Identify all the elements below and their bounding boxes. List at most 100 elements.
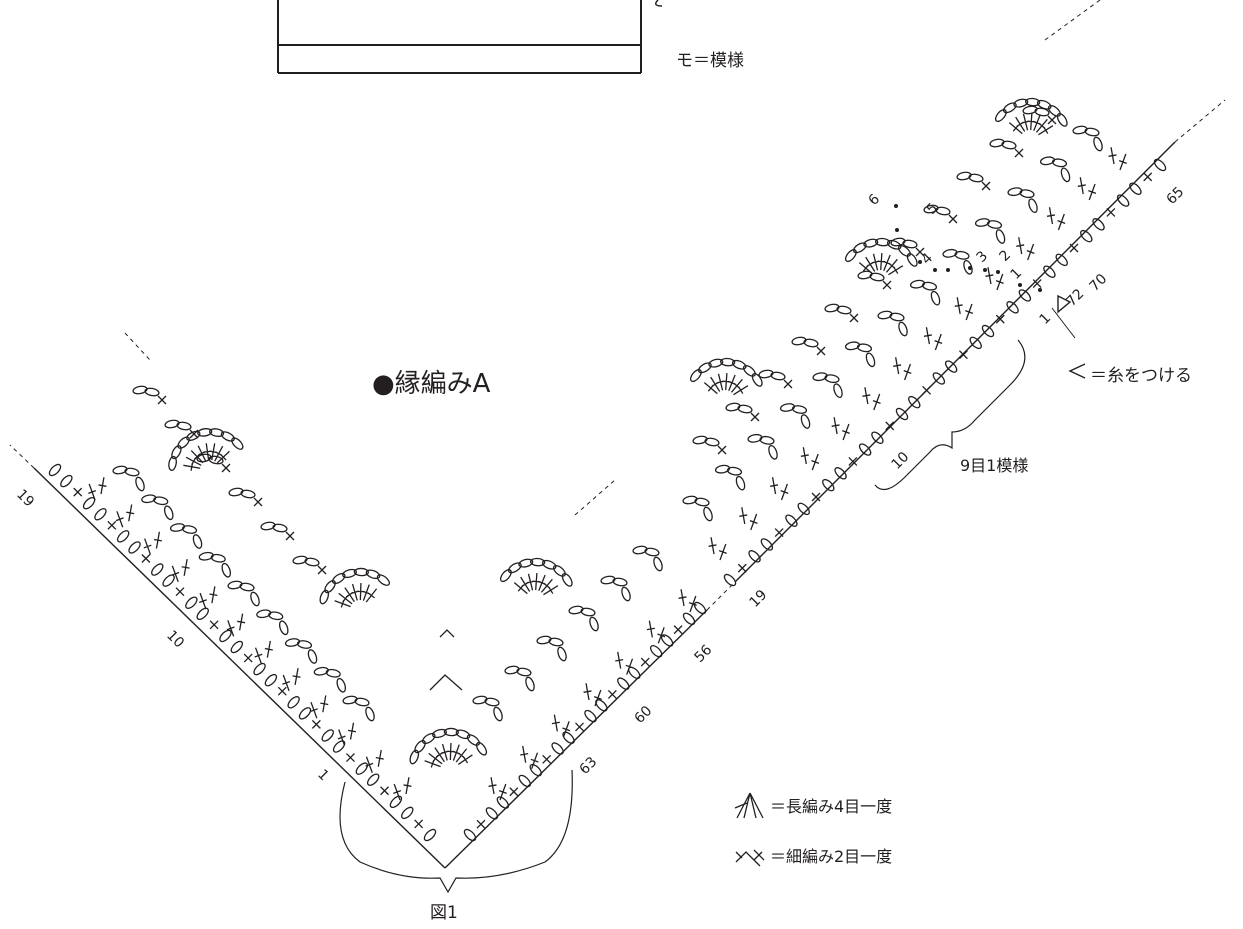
chain-stitch-mark — [863, 238, 879, 248]
chain-stitch-mark — [239, 582, 255, 592]
chain-stitch-mark — [230, 640, 244, 654]
chain-stitch-mark — [768, 444, 778, 460]
single-crochet-mark — [1143, 172, 1153, 182]
row-number: 5 — [924, 200, 942, 218]
chain-stitch-mark — [760, 538, 774, 551]
chain-stitch-mark — [723, 573, 737, 587]
row-change-dots — [894, 204, 1042, 292]
right-edge-number: 60 — [632, 703, 656, 727]
double-crochet-mark — [292, 668, 301, 686]
double-crochet-mark — [562, 721, 571, 738]
chain-stitch-mark — [1013, 98, 1029, 108]
chain-stitch-mark — [735, 475, 746, 491]
double-crochet-mark — [365, 588, 378, 603]
chain-stitch-mark — [1043, 265, 1056, 278]
single-crochet-mark — [311, 719, 321, 729]
double-crochet-mark — [171, 565, 180, 583]
single-crochet-mark — [607, 690, 617, 699]
double-crochet-mark — [1026, 243, 1035, 261]
right-edge-number: 1 — [1037, 310, 1055, 328]
chain-stitch-mark — [589, 616, 599, 632]
chain-stitch-mark — [162, 574, 175, 587]
chain-stitch-mark — [240, 489, 256, 499]
chain-stitch-mark — [1006, 301, 1019, 314]
chain-stitch-mark — [414, 740, 426, 754]
double-crochet-mark — [237, 613, 246, 631]
chain-stitch-mark — [869, 272, 885, 282]
chain-stitch-mark — [963, 259, 973, 275]
chain-stitch-mark — [759, 435, 775, 445]
double-crochet-mark — [143, 538, 152, 555]
single-crochet-mark — [414, 819, 424, 829]
chain-stitch-mark — [1084, 127, 1100, 137]
single-crochet-mark — [816, 346, 826, 356]
chain-stitch-mark — [822, 478, 835, 492]
double-crochet-mark — [657, 627, 666, 644]
sc2tog-symbol-icon — [735, 849, 765, 867]
chain-stitch-mark — [649, 645, 663, 658]
chain-stitch-mark — [906, 252, 918, 267]
double-crochet-mark — [985, 267, 994, 285]
single-crochet-mark — [175, 587, 185, 597]
chain-stitch-mark — [298, 707, 312, 720]
chain-stitch-mark — [751, 372, 763, 387]
double-crochet-mark — [498, 783, 507, 801]
single-crochet-mark — [737, 563, 747, 573]
chain-stitch-mark — [1092, 218, 1105, 231]
double-crochet-mark — [98, 477, 107, 495]
chain-stitch-mark — [518, 558, 534, 568]
chain-stitch-mark — [210, 553, 226, 563]
single-crochet-mark — [948, 214, 958, 224]
single-crochet-mark — [848, 456, 858, 466]
right-edge-number: 72 — [1064, 286, 1088, 310]
right-edge-number: 65 — [1164, 184, 1188, 208]
double-crochet-mark — [153, 531, 162, 549]
chain-stitch-mark — [584, 709, 597, 723]
chain-stitch-mark — [612, 577, 628, 587]
row-number: 6 — [866, 191, 884, 209]
chain-stitch-mark — [466, 734, 480, 746]
double-crochet-mark — [842, 423, 850, 441]
chain-stitch-mark — [886, 239, 902, 250]
double-crochet-mark — [862, 387, 871, 405]
chain-stitch-mark — [268, 611, 284, 621]
chain-stitch-mark — [432, 728, 447, 739]
chain-stitch-mark — [264, 673, 278, 687]
single-crochet-mark — [73, 487, 83, 497]
sc2tog-mark — [439, 629, 455, 638]
single-crochet-mark — [107, 520, 117, 530]
chain-stitch-mark — [366, 773, 380, 786]
chain-stitch-mark — [60, 474, 73, 488]
single-crochet-mark — [476, 819, 486, 829]
pattern-box — [277, 0, 663, 74]
chain-stitch-mark — [1028, 198, 1038, 214]
double-crochet-mark — [831, 417, 840, 435]
chain-stitch-mark — [858, 443, 872, 456]
left-edge-number: 10 — [163, 628, 187, 652]
left-edge-number: 1 — [314, 767, 332, 785]
single-crochet-mark — [542, 754, 552, 764]
chain-stitch-mark — [336, 677, 347, 693]
chain-stitch-mark — [785, 514, 798, 527]
chain-stitch-mark — [530, 557, 546, 567]
legend-sc2tog-label: ＝細編み2目一度 — [770, 847, 892, 866]
chain-stitch-mark — [185, 596, 198, 609]
double-crochet-mark — [457, 754, 473, 765]
start-attach-yarn-icon — [1057, 294, 1072, 314]
double-crochet-mark — [954, 297, 963, 315]
pattern-note: モ＝模様 — [676, 51, 744, 71]
single-crochet-mark — [717, 445, 727, 455]
chain-stitch-mark — [1093, 136, 1103, 152]
double-crochet-mark — [739, 507, 748, 525]
chain-stitch-mark — [324, 580, 336, 594]
chain-stitch-mark — [834, 467, 847, 480]
chain-stitch-mark — [177, 436, 190, 449]
chain-stitch-mark — [409, 749, 420, 765]
double-crochet-mark — [530, 752, 539, 769]
legend-attach-yarn-label: ＝糸をつける — [1090, 366, 1192, 386]
double-crochet-mark — [347, 722, 357, 740]
chain-stitch-mark — [463, 828, 477, 842]
right-edge-number: 70 — [1087, 271, 1111, 295]
chain-stitch-mark — [1116, 194, 1130, 207]
double-crochet-mark — [965, 303, 974, 321]
